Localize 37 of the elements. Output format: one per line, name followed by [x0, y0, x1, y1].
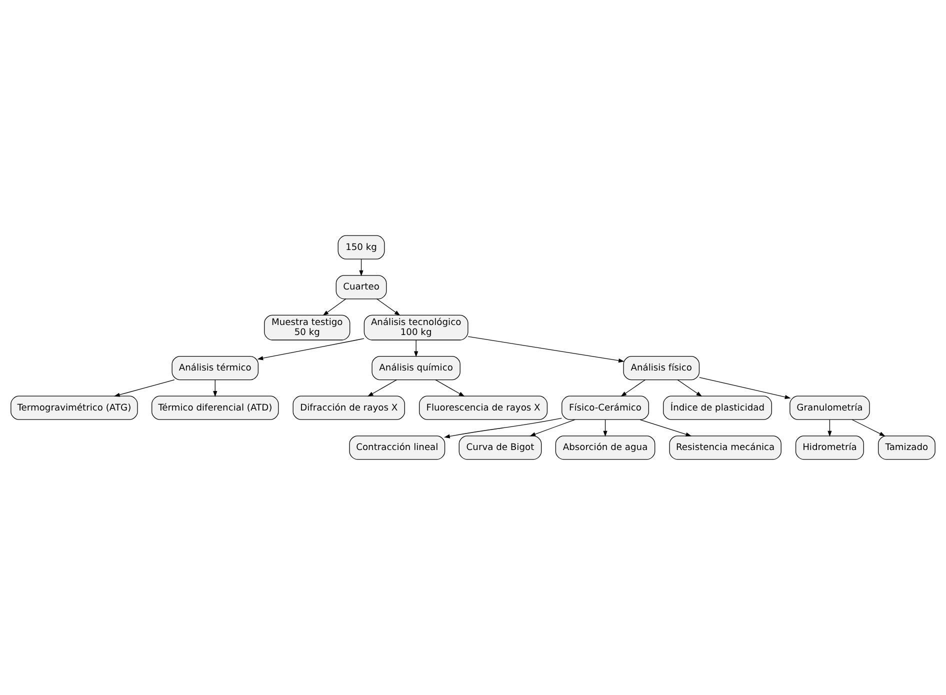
node-box: Curva de Bigot — [458, 436, 542, 460]
arrow — [677, 380, 702, 397]
node-box: 150 kg — [338, 235, 385, 260]
arrow — [376, 298, 400, 316]
node-box: Tamizado — [878, 436, 936, 460]
node-box: Análisis químico — [372, 356, 460, 380]
arrow — [603, 419, 608, 437]
arrow — [114, 380, 175, 397]
node-box: Difracción de rayos X — [292, 396, 405, 420]
arrow — [699, 377, 791, 399]
arrow — [359, 258, 364, 276]
node-box: Contracción lineal — [349, 436, 446, 460]
arrow — [213, 380, 218, 397]
node-box: Muestra testigo 50 kg — [264, 314, 350, 340]
node-box: Fluorescencia de rayos X — [419, 396, 548, 420]
arrow — [530, 419, 576, 436]
arrow — [414, 340, 418, 358]
arrow — [444, 418, 562, 438]
arrow — [852, 419, 886, 436]
arrow — [322, 298, 346, 316]
node-box: Termogravimétrico (ATG) — [10, 396, 138, 420]
arrow — [468, 336, 624, 363]
node-box: Absorción de agua — [555, 436, 656, 460]
node-box: Hidrometría — [795, 436, 864, 460]
node-box: Análisis térmico — [172, 356, 259, 380]
arrow — [828, 419, 832, 437]
arrow — [257, 338, 364, 360]
arrow — [640, 419, 692, 436]
node-box: Resistencia mecánica — [669, 436, 782, 460]
node-box: Análisis tecnológico 100 kg — [364, 314, 468, 340]
node-box: Análisis físico — [623, 356, 700, 380]
node-box: Índice de plasticidad — [663, 396, 772, 420]
node-box: Cuarteo — [336, 275, 387, 300]
node-box: Granulometría — [790, 396, 870, 420]
node-box: Térmico diferencial (ATD) — [152, 396, 279, 420]
arrow — [620, 380, 646, 397]
node-box: Físico-Cerámico — [562, 396, 649, 420]
